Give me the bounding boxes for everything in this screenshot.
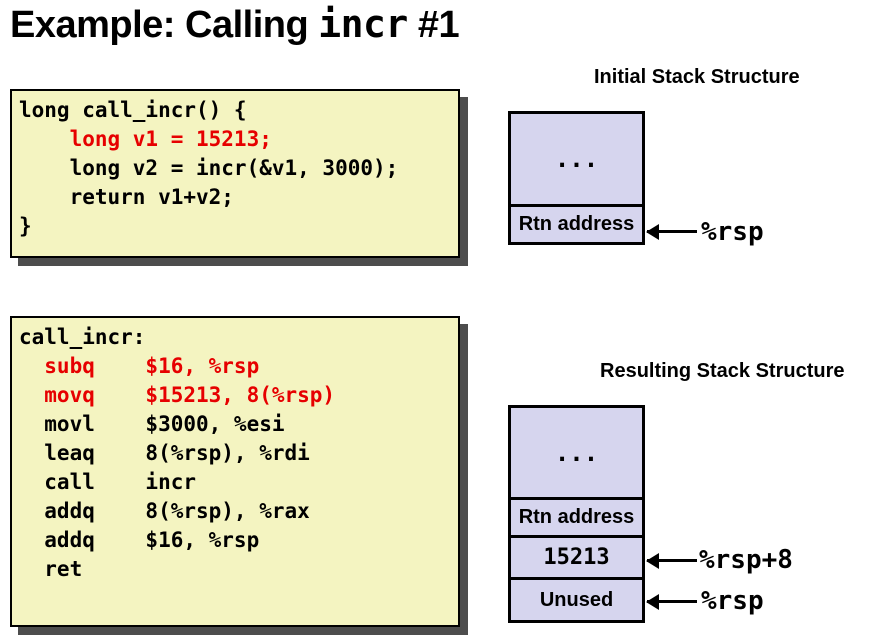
rsp-plus8-pointer-label: %rsp+8 (699, 545, 793, 575)
code-line: subq $16, %rsp (19, 354, 260, 378)
stack-cell: ... (511, 114, 642, 207)
asm-code-box: call_incr: subq $16, %rsp movq $15213, 8… (10, 316, 460, 627)
c-code-box: long call_incr() { long v1 = 15213; long… (10, 89, 460, 258)
title-code-term: incr (318, 2, 408, 46)
stack-cell: Unused (539, 588, 614, 611)
rsp-pointer-label: %rsp (701, 217, 764, 247)
rsp-pointer-arrow (646, 223, 697, 240)
stack-cell: Rtn address (511, 500, 642, 538)
code-line: long call_incr() { (19, 98, 247, 122)
code-line: movl $3000, %esi (19, 412, 285, 436)
rsp-plus8-pointer-arrow (646, 552, 697, 569)
code-line: } (19, 214, 32, 238)
code-line: movq $15213, 8(%rsp) (19, 383, 336, 407)
title-suffix: #1 (407, 4, 460, 46)
code-line: long v1 = 15213; (19, 127, 272, 151)
stack-cell: Rtn address (518, 213, 635, 235)
rsp-pointer-arrow (646, 593, 697, 610)
initial-stack-heading: Initial Stack Structure (594, 66, 800, 88)
code-line: return v1+v2; (19, 185, 234, 209)
code-line: call incr (19, 470, 197, 494)
initial-stack-diagram: ... Rtn address (508, 111, 645, 245)
rsp-pointer-label: %rsp (701, 586, 764, 616)
stack-cell: ... (511, 408, 642, 500)
code-line: addq 8(%rsp), %rax (19, 499, 310, 523)
resulting-stack-heading: Resulting Stack Structure (600, 360, 845, 382)
code-line: addq $16, %rsp (19, 528, 260, 552)
code-line: leaq 8(%rsp), %rdi (19, 441, 310, 465)
code-line: ret (19, 557, 83, 581)
stack-cell: 15213 (511, 538, 642, 580)
title-prefix: Example: Calling (10, 4, 319, 46)
code-line: long v2 = incr(&v1, 3000); (19, 156, 399, 180)
page-title: Example: Calling incr #1 (10, 2, 460, 47)
code-line: call_incr: (19, 325, 146, 349)
